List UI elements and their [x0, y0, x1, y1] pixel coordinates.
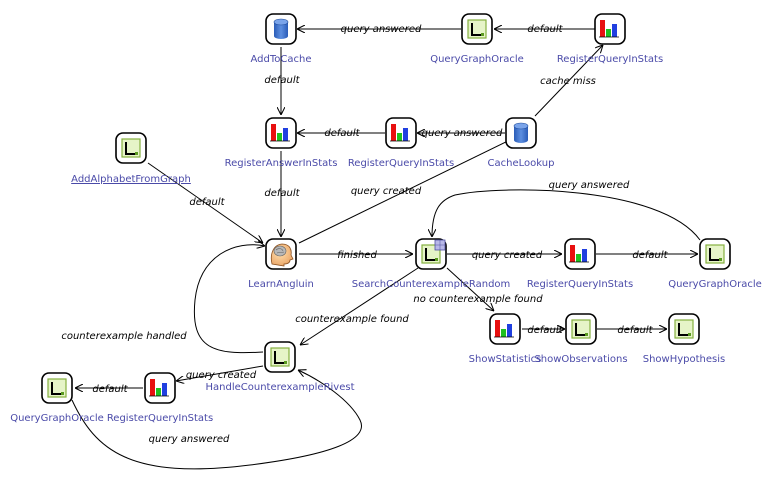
edge-label: default [617, 325, 653, 336]
edge-line [446, 267, 494, 311]
edge-label: finished [337, 250, 377, 261]
node-label: AddToCache [251, 54, 312, 65]
edge-label: default [527, 325, 563, 336]
node-label: QueryGraphOracle [10, 413, 104, 424]
edge-line [193, 245, 265, 354]
edge-label: query created [186, 370, 257, 381]
bar-chart-icon [569, 245, 589, 263]
edge-label: query answered [341, 24, 422, 35]
node-query-graph-oracle-bottom[interactable]: QueryGraphOracle [10, 372, 104, 424]
bar-chart-icon [390, 124, 410, 142]
edge-label: query created [351, 186, 422, 197]
node-add-to-cache[interactable]: AddToCache [251, 13, 312, 65]
node-show-statistics[interactable]: ShowStatistics [469, 313, 542, 365]
head-icon [270, 243, 294, 267]
node-label: CacheLookup [488, 158, 555, 169]
node-learn-angluin[interactable]: LearnAngluin [248, 238, 314, 290]
lambda-icon [270, 347, 290, 367]
node-add-alphabet-from-graph[interactable]: AddAlphabetFromGraph [71, 132, 191, 185]
edge-label: counterexample handled [61, 331, 187, 342]
database-icon [513, 122, 529, 143]
edge-label: no counterexample found [413, 294, 543, 305]
database-icon [273, 18, 289, 39]
edge-label: default [264, 188, 300, 199]
edge-label: query created [472, 250, 543, 261]
lambda-icon [571, 319, 591, 339]
node-register-query-in-stats-top[interactable]: RegisterQueryInStats [557, 13, 663, 65]
lambda-icon [47, 378, 67, 398]
node-register-query-in-stats-mid[interactable]: RegisterQueryInStats [348, 117, 454, 169]
node-handle-counterexample-rivest[interactable]: HandleCounterexampleRivest [206, 341, 355, 393]
node-label: AddAlphabetFromGraph [71, 174, 191, 185]
node-label: RegisterQueryInStats [107, 413, 213, 424]
node-register-query-in-stats-bottom[interactable]: RegisterQueryInStats [107, 372, 213, 424]
node-query-graph-oracle-right[interactable]: QueryGraphOracle [668, 238, 762, 290]
node-label: ShowStatistics [469, 354, 542, 365]
node-search-counterexample-random[interactable]: SearchCounterexampleRandom [352, 238, 511, 290]
edge-line [298, 137, 516, 244]
node-label: SearchCounterexampleRandom [352, 279, 511, 290]
bar-chart-icon [270, 124, 290, 142]
edge-label: default [324, 128, 360, 139]
lambda-icon [121, 138, 141, 158]
node-label: QueryGraphOracle [430, 54, 524, 65]
node-label: RegisterQueryInStats [348, 158, 454, 169]
node-query-graph-oracle-top[interactable]: QueryGraphOracle [430, 13, 524, 65]
edge-label: query answered [549, 180, 630, 191]
bar-chart-icon [599, 20, 619, 38]
node-label: LearnAngluin [248, 279, 314, 290]
node-register-query-in-stats-right[interactable]: RegisterQueryInStats [527, 238, 633, 290]
node-show-hypothesis[interactable]: ShowHypothesis [643, 313, 726, 365]
edge-label: counterexample found [295, 314, 409, 325]
lambda-icon [674, 319, 694, 339]
overlay-badge-icon [434, 239, 446, 251]
node-label: ShowObservations [534, 354, 627, 365]
edge-label: default [189, 197, 225, 208]
bar-chart-icon [494, 320, 514, 338]
node-label: HandleCounterexampleRivest [206, 382, 355, 393]
edge-line [176, 365, 264, 381]
edge-label: cache miss [540, 76, 596, 87]
edge-label: default [632, 250, 668, 261]
edge-label: default [527, 24, 563, 35]
node-register-answer-in-stats[interactable]: RegisterAnswerInStats [225, 117, 338, 169]
edge-label: default [92, 384, 128, 395]
edge-label: default [264, 75, 300, 86]
lambda-icon [705, 244, 725, 264]
node-show-observations[interactable]: ShowObservations [534, 313, 628, 365]
edge-line [300, 267, 419, 345]
edge-label: query answered [422, 128, 503, 139]
edge-label: query answered [149, 434, 230, 445]
node-cache-lookup[interactable]: CacheLookup [488, 117, 555, 169]
bar-chart-icon [149, 379, 169, 397]
node-label: QueryGraphOracle [668, 279, 762, 290]
edge-line [71, 370, 362, 470]
node-label: ShowHypothesis [643, 354, 726, 365]
node-label: RegisterAnswerInStats [225, 158, 338, 169]
node-label: RegisterQueryInStats [527, 279, 633, 290]
edge-line [534, 45, 603, 117]
edge-line [147, 162, 263, 243]
edge-line [432, 189, 701, 241]
lambda-icon [467, 19, 487, 39]
node-label: RegisterQueryInStats [557, 54, 663, 65]
